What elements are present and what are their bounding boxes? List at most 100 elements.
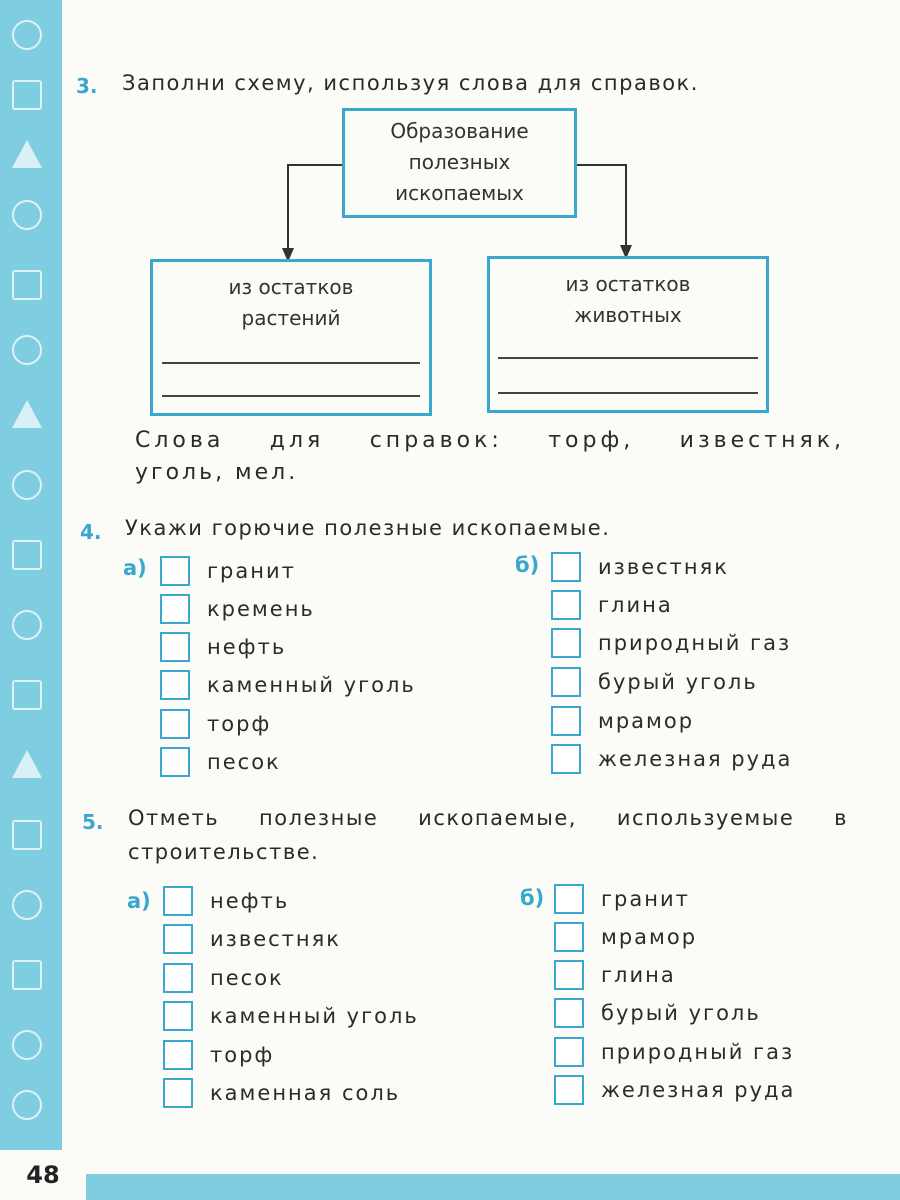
option-row[interactable]: нефть [160, 632, 286, 662]
option-label: известняк [210, 927, 341, 951]
option-row[interactable]: нефть [163, 886, 289, 916]
task-5-number: 5. [82, 810, 104, 834]
checkbox[interactable] [163, 1078, 193, 1108]
option-label: глина [601, 963, 676, 987]
bird-icon [12, 1030, 42, 1060]
task-4-number: 4. [80, 520, 102, 544]
option-label: нефть [207, 635, 287, 659]
option-row[interactable]: мрамор [554, 922, 697, 952]
fir-tree-icon [12, 400, 42, 428]
scheme-left-line-1: из остатков [228, 275, 354, 299]
scheme-top-line-2: полезных [408, 150, 511, 174]
fir-tree-icon [12, 750, 42, 778]
option-label: природный газ [598, 631, 792, 655]
option-label: глина [598, 593, 673, 617]
option-row[interactable]: бурый уголь [554, 998, 761, 1028]
option-row[interactable]: кремень [160, 594, 315, 624]
checkbox[interactable] [160, 747, 190, 777]
scheme-top-line-1: Образование [390, 119, 529, 143]
checkbox[interactable] [160, 556, 190, 586]
option-row[interactable]: песок [160, 747, 281, 777]
option-label: мрамор [598, 709, 695, 733]
option-label: каменный уголь [207, 673, 416, 697]
option-row[interactable]: глина [554, 960, 676, 990]
option-row[interactable]: гранит [160, 556, 296, 586]
option-label: бурый уголь [601, 1001, 761, 1025]
option-label: каменный уголь [210, 1004, 419, 1028]
task-5-col-a-marker: а) [127, 889, 151, 913]
checkbox[interactable] [163, 924, 193, 954]
checkbox[interactable] [163, 1001, 193, 1031]
option-label: железная руда [601, 1078, 796, 1102]
scheme-right-line-1: из остатков [565, 272, 691, 296]
option-label: песок [210, 966, 284, 990]
option-row[interactable]: железная руда [554, 1075, 795, 1105]
answer-line[interactable] [498, 357, 758, 359]
decorative-bottom-bar [0, 1174, 900, 1200]
checkbox[interactable] [551, 590, 581, 620]
task-5-col-b-marker: б) [520, 886, 545, 910]
checkbox[interactable] [551, 667, 581, 697]
task-5-text-line-1: Отметь полезные ископаемые, используемые… [128, 806, 848, 830]
checkbox[interactable] [163, 963, 193, 993]
option-row[interactable]: торф [163, 1040, 274, 1070]
checkbox[interactable] [551, 706, 581, 736]
globe-icon [12, 890, 42, 920]
task-4-text: Укажи горючие полезные ископаемые. [125, 516, 611, 540]
checkbox[interactable] [554, 1075, 584, 1105]
option-row[interactable]: природный газ [554, 1037, 794, 1067]
option-row[interactable]: гранит [554, 884, 690, 914]
answer-line[interactable] [162, 362, 420, 364]
checkbox[interactable] [160, 594, 190, 624]
scheme-right-line-2: животных [574, 303, 682, 327]
option-row[interactable]: каменный уголь [160, 670, 416, 700]
option-label: известняк [598, 555, 729, 579]
checkbox[interactable] [160, 670, 190, 700]
checkbox[interactable] [554, 884, 584, 914]
task-4-col-a-marker: а) [123, 556, 147, 580]
fence-icon [12, 960, 42, 990]
decorative-sidebar [0, 0, 62, 1200]
checkbox[interactable] [554, 998, 584, 1028]
house-icon [12, 80, 42, 110]
option-label: нефть [210, 889, 290, 913]
option-row[interactable]: каменный уголь [163, 1001, 419, 1031]
checkbox[interactable] [554, 960, 584, 990]
option-row[interactable]: песок [163, 963, 284, 993]
checkbox[interactable] [163, 1040, 193, 1070]
scheme-left-box: из остатков растений [150, 259, 432, 416]
answer-line[interactable] [162, 395, 420, 397]
option-row[interactable]: мрамор [551, 706, 694, 736]
option-label: железная руда [598, 747, 793, 771]
task-3-text: Заполни схему, используя слова для справ… [122, 71, 699, 95]
option-label: бурый уголь [598, 670, 758, 694]
page-number: 48 [0, 1150, 86, 1200]
reference-words-line-1: Слова для справок: торф, известняк, [135, 428, 845, 453]
checkbox[interactable] [551, 744, 581, 774]
car-icon [12, 680, 42, 710]
option-label: гранит [207, 559, 296, 583]
option-label: гранит [601, 887, 690, 911]
option-row[interactable]: известняк [551, 552, 729, 582]
option-row[interactable]: глина [551, 590, 673, 620]
answer-line[interactable] [498, 392, 758, 394]
option-label: торф [210, 1043, 275, 1067]
option-row[interactable]: торф [160, 709, 271, 739]
scheme-left-line-2: растений [241, 306, 341, 330]
checkbox[interactable] [160, 632, 190, 662]
option-row[interactable]: природный газ [551, 628, 791, 658]
globe-icon [12, 335, 42, 365]
checkbox[interactable] [551, 552, 581, 582]
checkbox[interactable] [163, 886, 193, 916]
checkbox[interactable] [554, 1037, 584, 1067]
option-label: природный газ [601, 1040, 795, 1064]
checkbox[interactable] [551, 628, 581, 658]
checkbox[interactable] [160, 709, 190, 739]
option-row[interactable]: бурый уголь [551, 667, 758, 697]
option-row[interactable]: известняк [163, 924, 341, 954]
option-row[interactable]: железная руда [551, 744, 792, 774]
checkbox[interactable] [554, 922, 584, 952]
task-5-text-line-2: строительстве. [128, 840, 320, 864]
option-label: кремень [207, 597, 315, 621]
option-row[interactable]: каменная соль [163, 1078, 400, 1108]
